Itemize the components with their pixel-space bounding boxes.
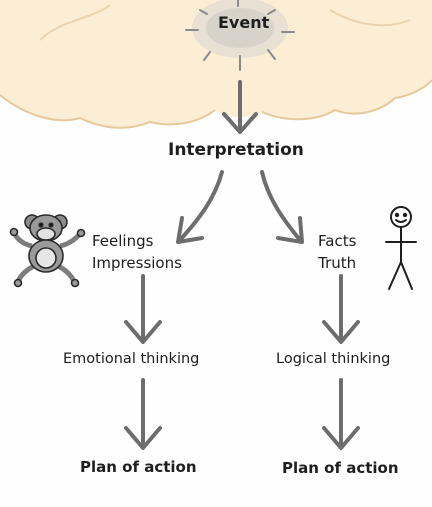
impressions-text: Impressions: [92, 254, 182, 272]
feelings-text: Feelings: [92, 232, 154, 250]
plan-of-action-left-label: Plan of action: [80, 458, 197, 476]
facts-text: Facts: [318, 232, 357, 250]
arrow-logical-to-plan: [322, 378, 360, 450]
stick-figure-icon: [385, 206, 417, 290]
emotional-thinking-label: Emotional thinking: [63, 351, 200, 367]
event-label: Event: [218, 13, 270, 32]
sun-icon: [185, 0, 295, 71]
arrow-event-to-interpretation: [222, 80, 258, 134]
arrow-facts-to-logical: [322, 274, 360, 344]
cloud-background: [0, 0, 432, 129]
arrow-to-facts: [260, 170, 304, 244]
plan-of-action-right-label: Plan of action: [282, 459, 399, 477]
interpretation-label: Interpretation: [168, 140, 304, 160]
arrow-feelings-to-emotional: [124, 274, 162, 344]
logical-thinking-label: Logical thinking: [276, 351, 391, 367]
arrow-emotional-to-plan: [124, 378, 162, 450]
monkey-icon: [9, 214, 86, 288]
truth-text: Truth: [318, 254, 357, 272]
feelings-impressions-label: Feelings Impressions: [92, 230, 182, 274]
arrow-to-feelings: [176, 170, 224, 244]
facts-truth-label: Facts Truth: [318, 230, 356, 274]
